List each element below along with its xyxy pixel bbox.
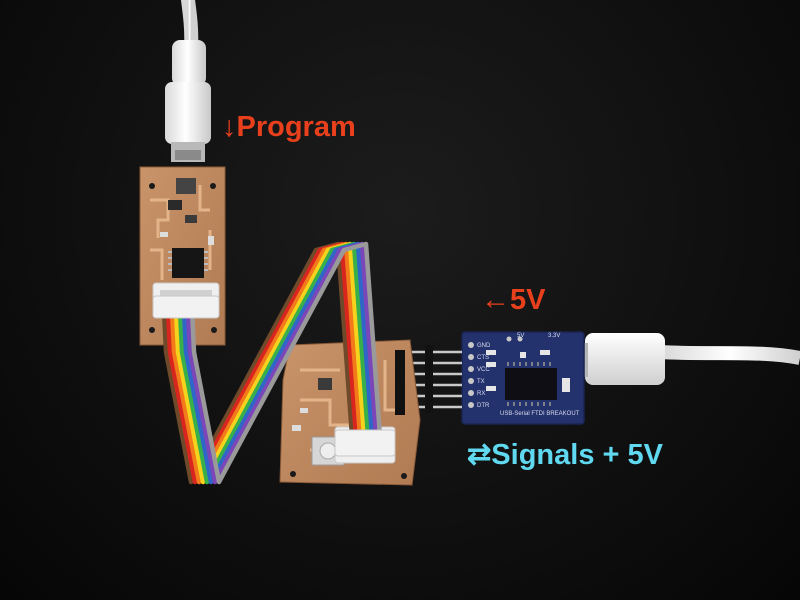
pin-label: DTR xyxy=(477,403,490,409)
pin-label: 3.3V xyxy=(548,333,561,339)
ftdi-pin-labels: GND CTS VCC TX RX DTR xyxy=(477,340,490,412)
usb-cable-top xyxy=(165,0,211,162)
target-connector xyxy=(334,429,396,457)
header-housing xyxy=(425,345,433,413)
label-5v: ←5V xyxy=(481,284,546,316)
ftdi-voltage-labels: 5V 3.3V xyxy=(517,333,560,339)
programmer-connector xyxy=(152,295,220,319)
pin-label: TX xyxy=(477,379,485,385)
label-signals: ⇄Signals + 5V xyxy=(467,439,663,471)
usb-cable-right xyxy=(560,333,800,385)
pin-label: CTS xyxy=(477,355,489,361)
pin-label: RX xyxy=(477,391,486,397)
label-program: ↓Program xyxy=(222,111,356,143)
ftdi-breakout-board xyxy=(461,331,585,425)
ftdi-title-silkscreen: USB-Serial FTDI BREAKOUT xyxy=(500,411,580,417)
pin-label: VCC xyxy=(477,367,490,373)
pin-label: 5V xyxy=(517,333,525,339)
rainbow-ribbon-cable xyxy=(161,241,383,485)
pin-label: GND xyxy=(477,343,491,349)
